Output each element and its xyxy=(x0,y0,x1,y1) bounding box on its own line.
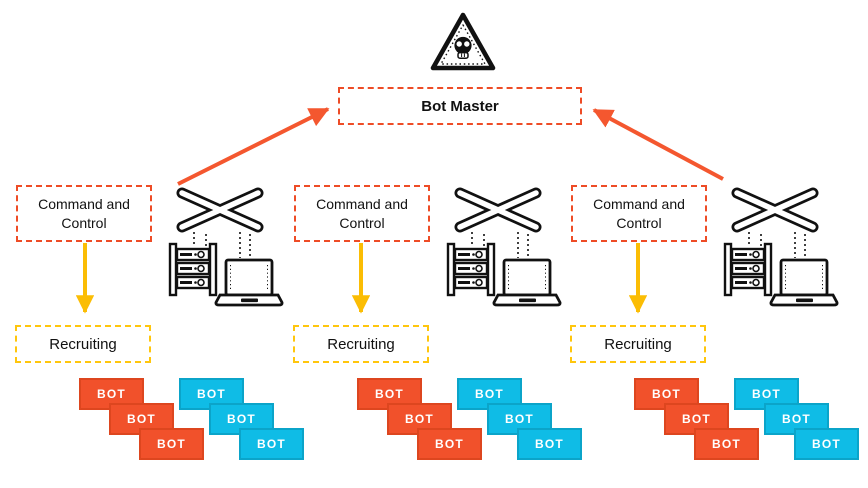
command-and-control-box-1: Command and Control xyxy=(16,185,152,242)
threat-warning-icon xyxy=(430,12,496,71)
botnet-group-2: Command and Control Recruiting BOT BOT B… xyxy=(288,180,588,485)
network-switch-icon xyxy=(182,193,258,227)
network-switch-icon xyxy=(737,193,813,227)
bot-card: BOT xyxy=(79,378,144,410)
bot-card: BOT xyxy=(417,428,482,460)
recruiting-label: Recruiting xyxy=(604,335,672,353)
laptop-icon xyxy=(492,258,562,307)
recruiting-label: Recruiting xyxy=(327,335,395,353)
command-and-control-box-2: Command and Control xyxy=(294,185,430,242)
bot-card: BOT xyxy=(634,378,699,410)
bot-master-box: Bot Master xyxy=(338,87,582,125)
server-rack-icon xyxy=(446,242,496,297)
bot-card: BOT xyxy=(694,428,759,460)
inner-dotted-triangle xyxy=(440,24,486,65)
recruiting-box-3: Recruiting xyxy=(570,325,706,363)
network-switch-icon xyxy=(460,193,536,227)
server-rack-icon xyxy=(168,242,218,297)
bot-master-label: Bot Master xyxy=(421,97,499,115)
bot-card: BOT xyxy=(517,428,582,460)
bot-card: BOT xyxy=(794,428,859,460)
recruiting-label: Recruiting xyxy=(49,335,117,353)
botnet-group-1: Command and Control Recruiting BOT BOT B… xyxy=(10,180,310,485)
recruiting-box-1: Recruiting xyxy=(15,325,151,363)
uplink-arrow-right xyxy=(592,108,724,181)
command-and-control-label: Command and Control xyxy=(38,196,130,231)
laptop-icon xyxy=(214,258,284,307)
laptop-icon xyxy=(769,258,839,307)
recruiting-box-2: Recruiting xyxy=(293,325,429,363)
botnet-group-3: Command and Control Recruiting BOT BOT B… xyxy=(565,180,865,485)
bot-card: BOT xyxy=(139,428,204,460)
bot-card: BOT xyxy=(239,428,304,460)
command-and-control-box-3: Command and Control xyxy=(571,185,707,242)
command-and-control-label: Command and Control xyxy=(593,196,685,231)
skull-icon xyxy=(454,36,472,59)
uplink-arrow-left xyxy=(177,107,330,186)
server-rack-icon xyxy=(723,242,773,297)
command-and-control-label: Command and Control xyxy=(316,196,408,231)
